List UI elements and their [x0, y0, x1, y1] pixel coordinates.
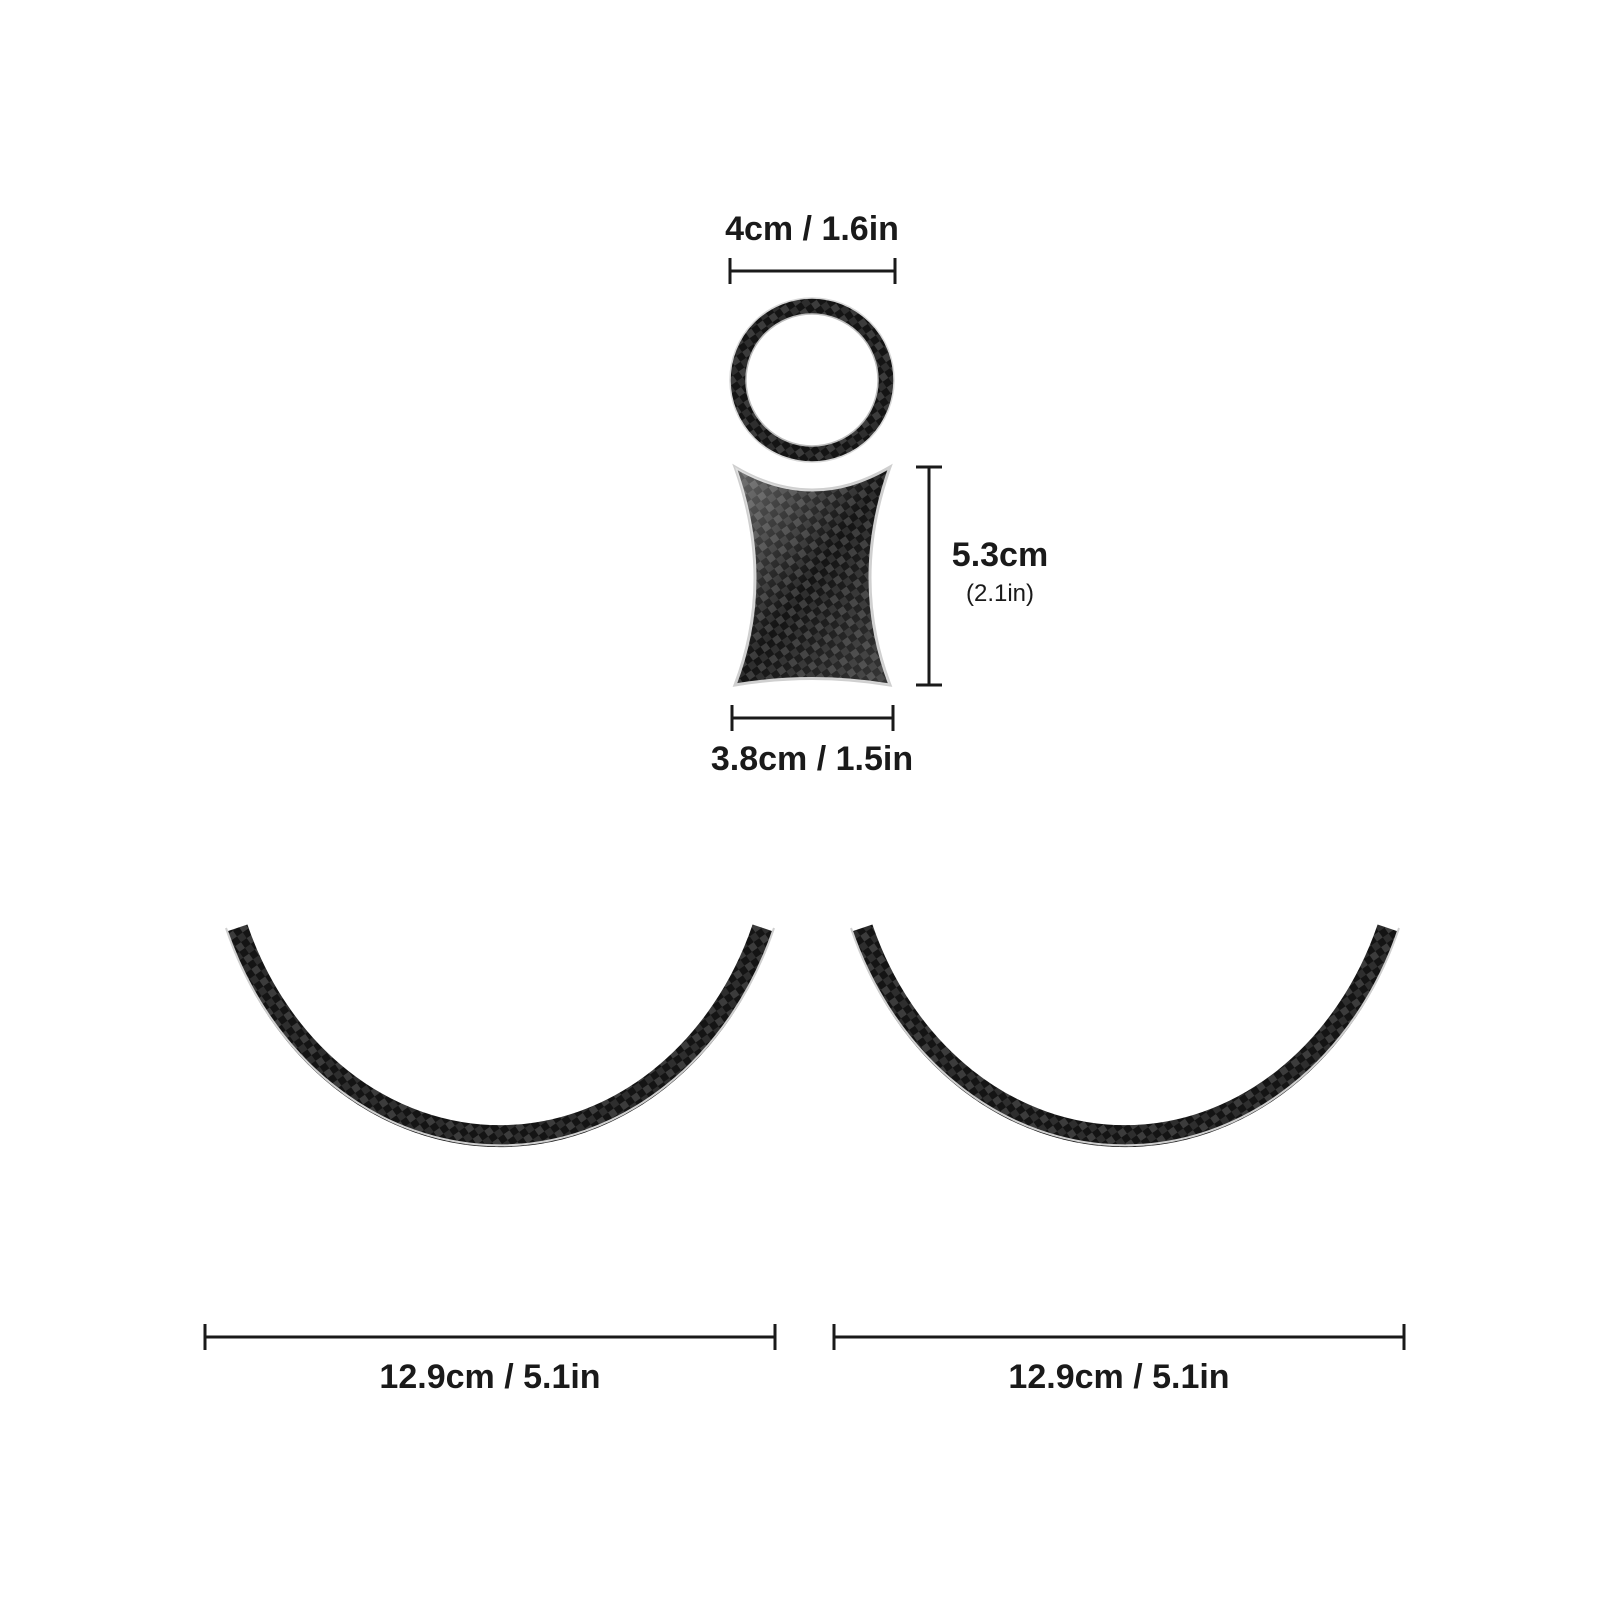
- ring-width-label: 4cm / 1.6in: [725, 210, 899, 248]
- right-arc-width-dimension-line: [832, 1324, 1406, 1350]
- hourglass-width-label: 3.8cm / 1.5in: [710, 740, 914, 778]
- right-arc-width-label: 12.9cm / 5.1in: [1008, 1358, 1230, 1396]
- hourglass-trim: [732, 463, 893, 687]
- left-arc-width-dimension-line: [203, 1324, 777, 1350]
- ring-trim: [729, 297, 895, 463]
- hourglass-height-dimension-line: [916, 465, 942, 687]
- hourglass-width-dimension-line: [730, 705, 895, 731]
- hourglass-height-inch-label: (2.1in): [965, 580, 1035, 607]
- right-arc-trim: [850, 924, 1400, 1148]
- hourglass-height-label: 5.3cm: [951, 536, 1049, 574]
- left-arc-trim: [225, 924, 775, 1148]
- left-arc-width-label: 12.9cm / 5.1in: [379, 1358, 601, 1396]
- ring-width-dimension-line: [728, 258, 897, 284]
